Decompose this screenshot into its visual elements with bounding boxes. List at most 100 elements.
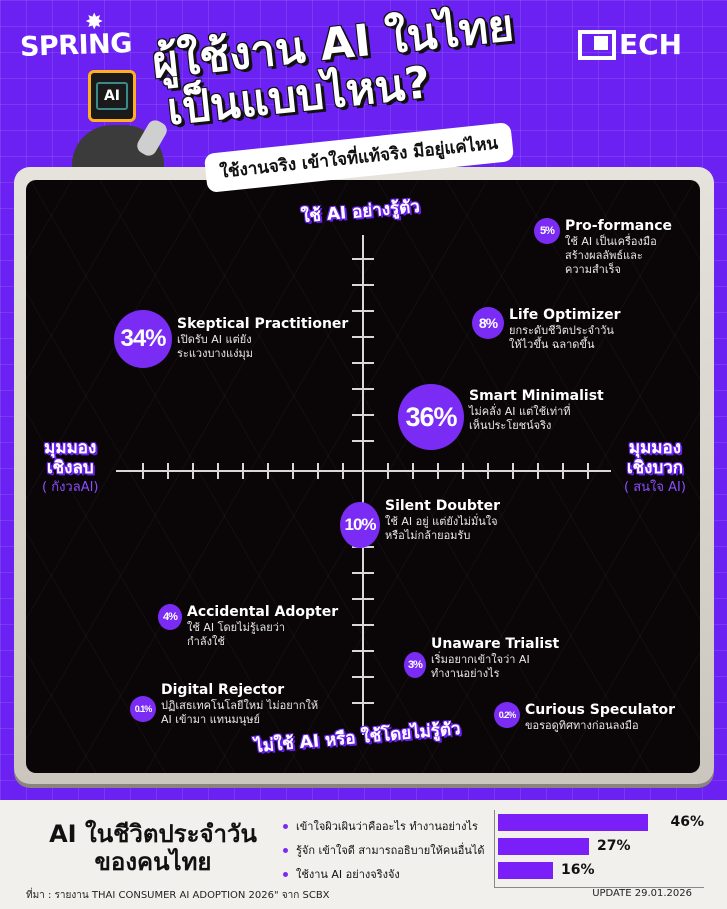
axis-label-left-line2: เชิงลบ [46, 458, 94, 478]
persona-pct: 8% [472, 307, 504, 339]
summary-title: AI ในชีวิตประจำวัน ของคนไทย [33, 820, 273, 876]
bullet-icon [283, 847, 288, 853]
persona-silent-doubter: 10% Silent Doubter ใช้ AI อยู่ แต่ยังไม่… [340, 498, 500, 548]
axis-tick [352, 258, 374, 260]
axis-tick [352, 388, 374, 390]
persona-accidental-adopter: 4% Accidental Adopter ใช้ AI โดยไม่รู้เล… [158, 604, 338, 649]
persona-desc: ยกระดับชีวิตประจำวัน [509, 324, 614, 337]
stat-bar-chart: 46% 27% 16% [494, 810, 704, 888]
axis-tick [317, 463, 319, 479]
axis-tick [587, 463, 589, 479]
bar [498, 837, 589, 855]
persona-pct: 5% [534, 218, 560, 244]
axis-label-left-line1: มุมมอง [44, 438, 97, 458]
axis-tick [142, 463, 144, 479]
axis-tick [512, 463, 514, 479]
bar [498, 813, 649, 831]
axis-tick [412, 463, 414, 479]
horizontal-axis [116, 470, 611, 472]
axis-tick [487, 463, 489, 479]
persona-desc: สร้างผลลัพธ์และ [565, 249, 643, 262]
persona-quadrant-chart: ใช้ AI อย่างรู้ตัว ไม่ใช้ AI หรือ ใช้โดย… [26, 180, 700, 773]
persona-desc: ทำงานอย่างไร [431, 667, 500, 680]
persona-unaware-trialist: 3% Unaware Trialist เริ่มอยากเข้าใจว่า A… [404, 636, 559, 681]
axis-tick [352, 702, 374, 704]
persona-desc: AI เข้ามา แทนมนุษย์ [161, 713, 260, 726]
persona-name: Life Optimizer [509, 307, 621, 323]
axis-tick [352, 598, 374, 600]
bar-value: 46% [670, 814, 704, 830]
axis-tick [352, 624, 374, 626]
persona-smart-minimalist: 36% Smart Minimalist ไม่คลั่ง AI แต่ใช้เ… [398, 384, 604, 450]
bar-row: 16% [495, 858, 704, 882]
axis-label-right-sub: ( สนใจ AI) [624, 480, 686, 495]
axis-label-left: มุมมอง เชิงลบ ( กังวลAI) [42, 438, 99, 498]
axis-label-right-line2: เชิงบวก [626, 458, 684, 478]
axis-tick [292, 463, 294, 479]
axis-tick [352, 440, 374, 442]
stat-item: เข้าใจผิวเผินว่าคืออะไร ทำงานอย่างไร [283, 814, 485, 838]
persona-desc: ระแวงบางแง่มุม [177, 347, 253, 360]
axis-tick [352, 676, 374, 678]
persona-desc: เห็นประโยชน์จริง [469, 419, 552, 432]
persona-name: Silent Doubter [385, 498, 501, 514]
axis-tick [352, 650, 374, 652]
axis-label-right: มุมมอง เชิงบวก ( สนใจ AI) [624, 438, 686, 498]
persona-pct: 4% [158, 604, 182, 630]
stat-label: ใช้งาน AI อย่างจริงจัง [296, 868, 400, 881]
axis-tick [387, 463, 389, 479]
persona-curious-speculator: 0.2% Curious Speculator ขอรอดูทิศทางก่อน… [494, 702, 675, 733]
bar-value: 16% [561, 862, 595, 878]
axis-tick [342, 463, 344, 479]
persona-digital-rejector: 0.1% Digital Rejector ปฏิเสธเทคโนโลยีใหม… [130, 682, 318, 727]
persona-pct: 0.1% [130, 696, 156, 722]
axis-tick [352, 284, 374, 286]
axis-tick [562, 463, 564, 479]
axis-tick [242, 463, 244, 479]
persona-desc: ไม่คลั่ง AI แต่ใช้เท่าที่ [469, 405, 571, 418]
persona-life-optimizer: 8% Life Optimizer ยกระดับชีวิตประจำวัน ใ… [472, 307, 621, 352]
axis-label-top: ใช้ AI อย่างรู้ตัว [300, 196, 421, 228]
mascot-label: AI [95, 82, 129, 110]
axis-tick [352, 362, 374, 364]
persona-pct: 36% [398, 384, 464, 450]
persona-name: Digital Rejector [161, 682, 285, 698]
stat-label: รู้จัก เข้าใจดี สามารถอธิบายให้คนอื่นได้ [296, 844, 485, 857]
persona-desc: เริ่มอยากเข้าใจว่า AI [431, 653, 530, 666]
axis-label-right-line1: มุมมอง [628, 438, 682, 458]
persona-desc: เปิดรับ AI แต่ยัง [177, 333, 252, 346]
persona-name: Unaware Trialist [431, 636, 560, 652]
persona-pct: 0.2% [494, 702, 520, 728]
axis-tick [192, 463, 194, 479]
persona-desc: ใช้ AI โดยไม่รู้เลยว่า [187, 621, 286, 634]
persona-desc: ให้ไวขึ้น ฉลาดขึ้น [509, 338, 595, 351]
persona-desc: หรือไม่กล้ายอมรับ [385, 529, 471, 542]
persona-desc: ใช้ AI อยู่ แต่ยังไม่มั่นใจ [385, 515, 498, 528]
persona-pct: 3% [404, 652, 426, 678]
axis-tick [352, 572, 374, 574]
tech-logo: ECH [578, 28, 682, 61]
axis-tick [352, 336, 374, 338]
persona-desc: ขอรอดูทิศทางก่อนลงมือ [525, 719, 639, 732]
tech-logo-text: ECH [619, 28, 683, 61]
spark-icon: ✸ [85, 10, 104, 35]
daily-ai-summary: AI ในชีวิตประจำวัน ของคนไทย เข้าใจผิวเผิ… [0, 800, 727, 909]
axis-tick [537, 463, 539, 479]
stat-list: เข้าใจผิวเผินว่าคืออะไร ทำงานอย่างไร รู้… [283, 814, 485, 886]
bar-value: 27% [597, 838, 631, 854]
axis-tick [352, 414, 374, 416]
vertical-axis [362, 235, 364, 735]
persona-name: Pro-formance [565, 218, 673, 234]
stat-label: เข้าใจผิวเผินว่าคืออะไร ทำงานอย่างไร [296, 820, 478, 833]
spring-logo: SPRING [19, 28, 133, 63]
ai-mascot: AI [72, 70, 170, 180]
axis-label-left-sub: ( กังวลAI) [42, 480, 99, 495]
persona-desc: ใช้ AI เป็นเครื่องมือ [565, 235, 657, 248]
persona-name: Skeptical Practitioner [177, 316, 349, 332]
bar-row: 46% [495, 810, 704, 834]
persona-pct: 34% [114, 310, 172, 368]
axis-tick [437, 463, 439, 479]
persona-pct: 10% [340, 502, 380, 548]
bullet-icon [283, 871, 288, 877]
bar-row: 27% [495, 834, 704, 858]
